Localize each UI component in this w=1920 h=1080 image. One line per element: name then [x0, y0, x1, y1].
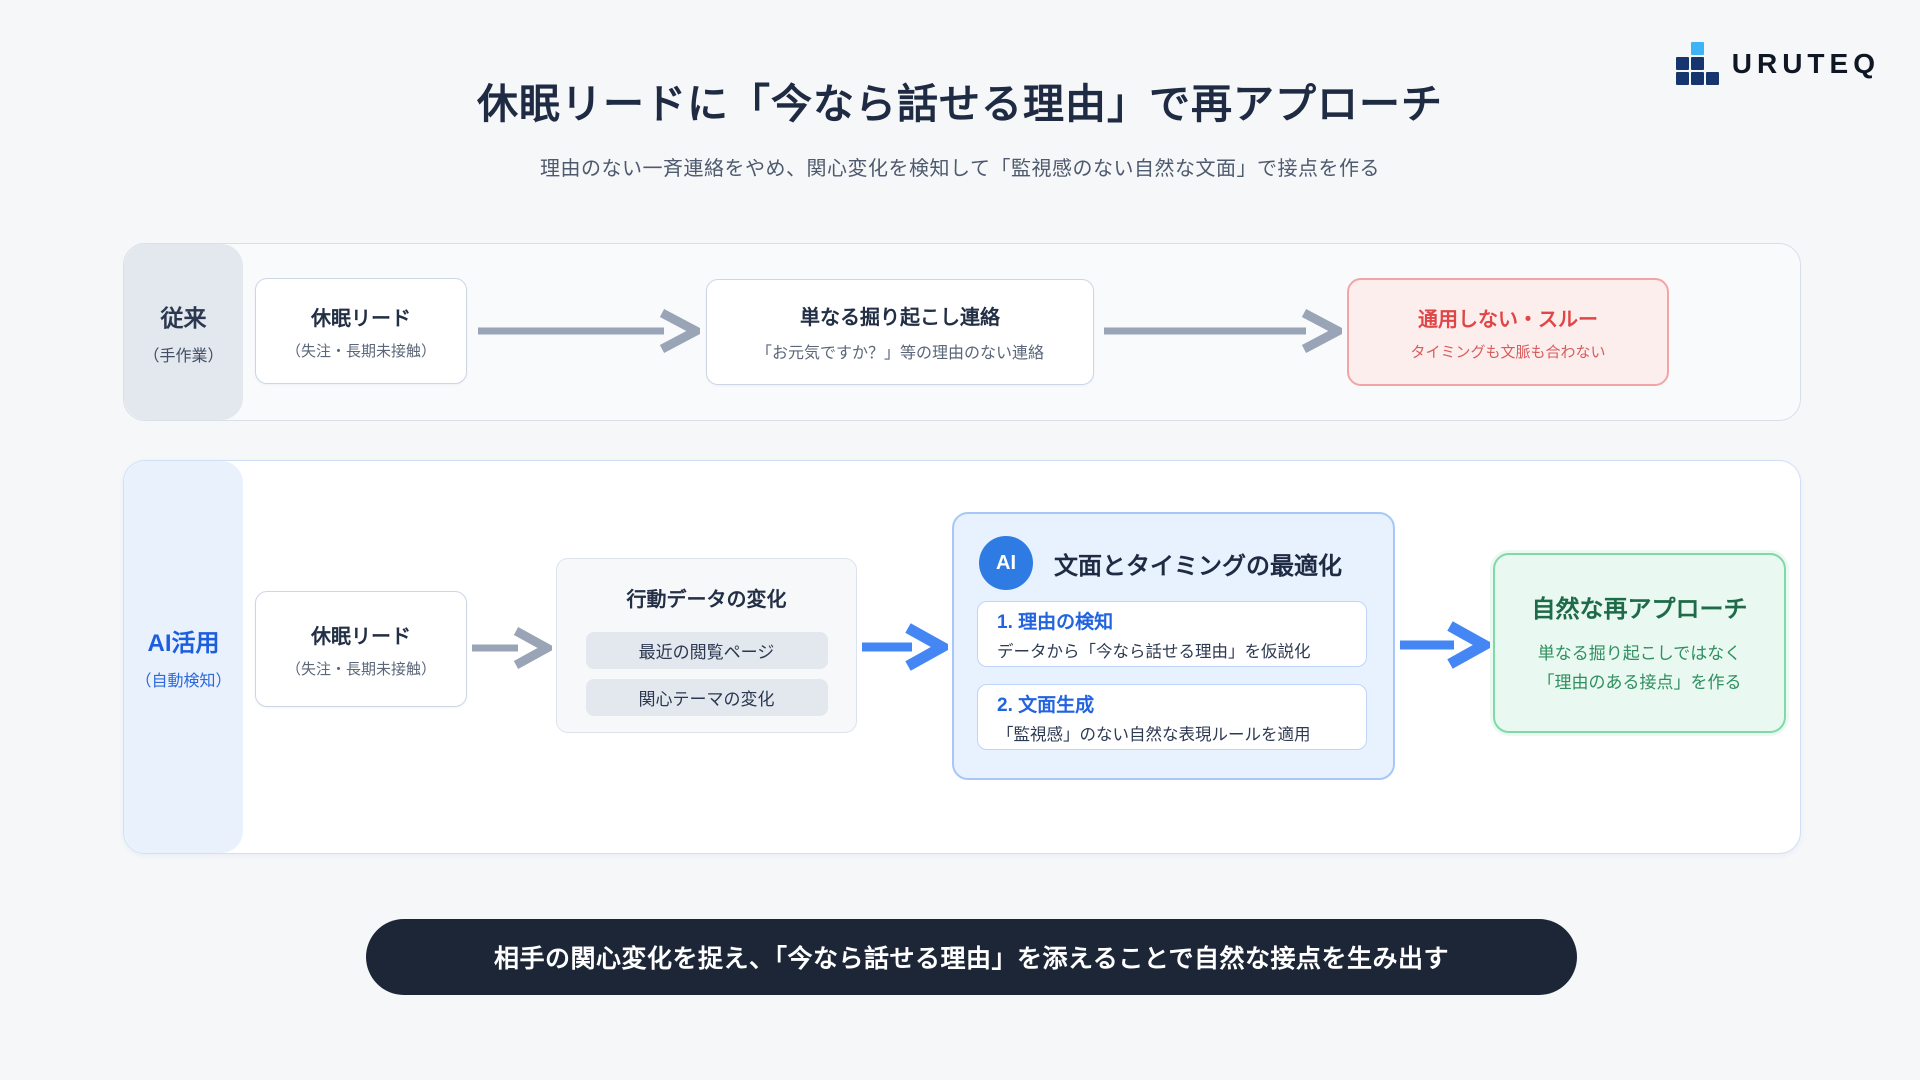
ai-row-label: AI活用 （自動検知）: [124, 461, 243, 853]
node-title: 休眠リード: [311, 625, 411, 648]
node-line2: 「理由のある接点」を作る: [1537, 673, 1742, 692]
step-description: 「監視感」のない自然な表現ルールを適用: [997, 725, 1311, 744]
node-title: 休眠リード: [311, 307, 411, 330]
ai-label-sub: （自動検知）: [135, 673, 232, 690]
logo-text: URUTEQ: [1731, 47, 1880, 79]
arrow-right-gray-short-icon: [472, 627, 552, 669]
arrow-right-blue-2-icon: [1400, 621, 1490, 669]
traditional-label-title: 従来: [160, 304, 207, 331]
step-message-generation: 2. 文面生成 「監視感」のない自然な表現ルールを適用: [977, 684, 1367, 750]
ai-label-title: AI活用: [147, 630, 220, 657]
ai-card-header: AI 文面とタイミングの最適化: [979, 536, 1342, 590]
chip-recent-pages: 最近の閲覧ページ: [585, 632, 828, 669]
node-behavior-data: 行動データの変化 最近の閲覧ページ 関心テーマの変化: [556, 558, 857, 733]
node-subtitle: （失注・長期未接触）: [285, 660, 436, 678]
ai-optimization-card: AI 文面とタイミングの最適化 1. 理由の検知 データから「今なら話せる理由」…: [952, 512, 1395, 780]
arrow-right-gray-1-icon: [478, 309, 700, 353]
step-title: 2. 文面生成: [997, 694, 1095, 716]
step-title: 1. 理由の検知: [997, 611, 1114, 633]
ai-badge-icon: AI: [979, 536, 1033, 590]
node-subtitle: タイミングも文脈も合わない: [1410, 343, 1606, 361]
node-ignored-result: 通用しない・スルー タイミングも文脈も合わない: [1347, 278, 1669, 386]
node-dormant-lead-ai: 休眠リード （失注・長期未接触）: [255, 591, 467, 707]
node-subtitle: （失注・長期未接触）: [285, 342, 436, 360]
behavior-title: 行動データの変化: [626, 589, 787, 611]
node-simple-followup: 単なる掘り起こし連絡 「お元気ですか？」等の理由のない連絡: [706, 279, 1094, 385]
page-subtitle: 理由のない一斉連絡をやめ、関心変化を検知して「監視感のない自然な文面」で接点を作…: [540, 158, 1380, 180]
ai-card-title: 文面とタイミングの最適化: [1054, 552, 1342, 580]
node-line1: 単なる掘り起こしではなく: [1537, 644, 1742, 663]
node-title: 単なる掘り起こし連絡: [800, 307, 1000, 329]
step-description: データから「今なら話せる理由」を仮説化: [997, 642, 1311, 661]
logo-grid-icon: [1675, 42, 1719, 85]
node-dormant-lead-traditional: 休眠リード （失注・長期未接触）: [255, 278, 467, 384]
brand-logo: URUTEQ: [1675, 42, 1880, 85]
footer-banner: 相手の関心変化を捉え、「今なら話せる理由」を添えることで自然な接点を生み出す: [366, 919, 1577, 995]
traditional-label-sub: （手作業）: [143, 347, 224, 365]
step-reason-detection: 1. 理由の検知 データから「今なら話せる理由」を仮説化: [977, 601, 1367, 667]
chip-interest-change: 関心テーマの変化: [585, 679, 828, 716]
page-title: 休眠リードに「今なら話せる理由」で再アプローチ: [477, 81, 1443, 127]
node-title: 自然な再アプローチ: [1531, 596, 1748, 623]
traditional-row-label: 従来 （手作業）: [124, 244, 243, 420]
node-title: 通用しない・スルー: [1418, 308, 1598, 331]
node-subtitle: 「お元気ですか？」等の理由のない連絡: [755, 345, 1044, 362]
footer-text: 相手の関心変化を捉え、「今なら話せる理由」を添えることで自然な接点を生み出す: [493, 945, 1449, 973]
node-natural-reapproach: 自然な再アプローチ 単なる掘り起こしではなく 「理由のある接点」を作る: [1493, 553, 1786, 733]
arrow-right-blue-1-icon: [862, 623, 948, 671]
arrow-right-gray-2-icon: [1104, 309, 1342, 353]
